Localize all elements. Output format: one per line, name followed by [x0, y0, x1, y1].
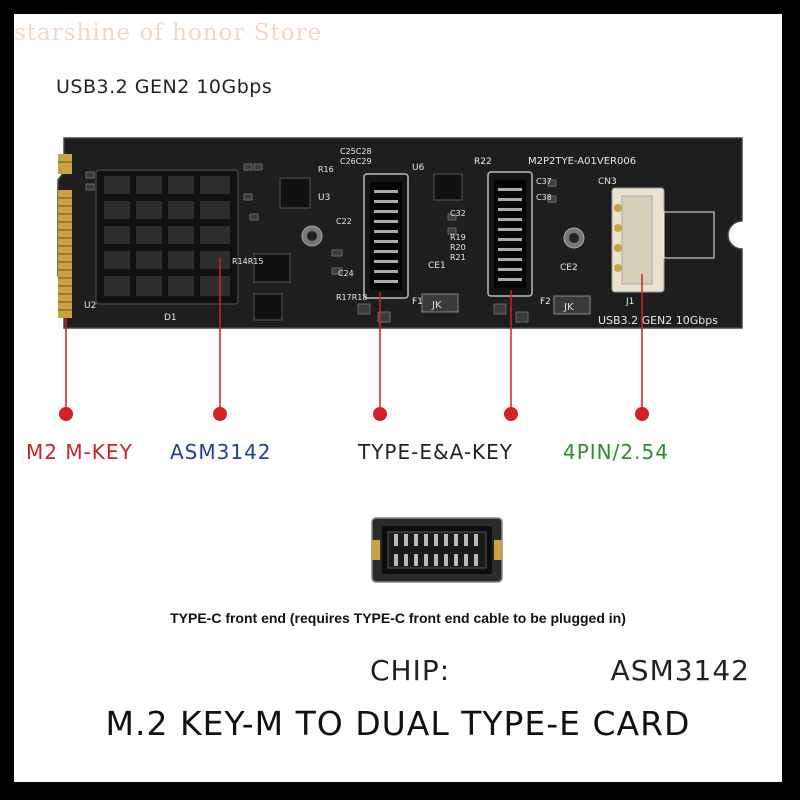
- silk-r14r15: R14R15: [232, 257, 263, 266]
- mount-hole-right-core: [569, 233, 579, 243]
- store-watermark: starshine of honor Store: [14, 20, 323, 46]
- inductor-l1: [253, 253, 291, 283]
- silk-c25c28: C25C28: [340, 147, 372, 156]
- silk-f2: F2: [540, 297, 551, 307]
- silk-r16: R16: [318, 165, 334, 174]
- silk-c26c29: C26C29: [340, 157, 372, 166]
- silk-r19: R19: [450, 233, 466, 242]
- silk-speed: USB3.2 GEN2 10Gbps: [598, 314, 718, 327]
- type-e-connector-2: [487, 171, 533, 297]
- silk-r21: R21: [450, 253, 466, 262]
- silk-j1: J1: [625, 297, 634, 307]
- silk-model: M2P2TYE-A01VER006: [528, 156, 636, 167]
- silk-c32: C32: [450, 209, 466, 218]
- type-c-front-end-connector: [371, 517, 503, 583]
- silk-d1: D1: [164, 313, 177, 323]
- silk-r17r18: R17R18: [336, 293, 367, 302]
- m2-gold-contacts: [58, 154, 72, 318]
- type-e-connector-1: [363, 173, 409, 299]
- passive-components: [85, 163, 557, 323]
- svg-text:JK: JK: [431, 300, 442, 311]
- four-pin-header: [611, 187, 715, 293]
- silk-c22: C22: [336, 217, 352, 226]
- dot-type-e: [373, 407, 387, 421]
- silk-ce2: CE2: [560, 263, 578, 273]
- silk-u2: U2: [84, 301, 96, 311]
- dot-type-e-2: [504, 407, 518, 421]
- silk-r20: R20: [450, 243, 466, 252]
- chip-label: CHIP:: [370, 654, 451, 687]
- fuse-f1: JK: [421, 293, 459, 313]
- label-m2-m-key: M2 M-KEY: [26, 440, 133, 464]
- silk-r22: R22: [474, 157, 492, 167]
- product-image-frame: starshine of honor Store USB3.2 GEN2 10G…: [14, 14, 782, 782]
- chip-value: ASM3142: [610, 654, 750, 687]
- front-end-caption: TYPE-C front end (requires TYPE-C front …: [170, 610, 626, 626]
- callout-lines: [65, 258, 643, 412]
- silk-c24: C24: [338, 269, 354, 278]
- silk-u6: U6: [412, 163, 425, 173]
- label-4pin: 4PIN/2.54: [563, 440, 669, 464]
- silkscreen-text: M2P2TYE-A01VER006 USB3.2 GEN2 10Gbps CN3…: [84, 147, 718, 327]
- board-illustration: JK JK: [57, 137, 743, 583]
- heatsink: [95, 169, 239, 305]
- label-asm3142: ASM3142: [170, 440, 272, 464]
- fuse-f2: JK: [553, 295, 591, 315]
- silk-c37: C37: [536, 177, 552, 186]
- dot-m2-key: [59, 407, 73, 421]
- product-title: M.2 KEY-M TO DUAL TYPE-E CARD: [105, 704, 691, 743]
- dot-4pin: [635, 407, 649, 421]
- inductor-l2: [253, 293, 283, 321]
- silk-u3: U3: [318, 193, 330, 203]
- silk-c38: C38: [536, 193, 552, 202]
- label-type-e-a-key: TYPE-E&A-KEY: [358, 440, 514, 464]
- chip-u3: [279, 177, 311, 209]
- speed-header: USB3.2 GEN2 10Gbps: [56, 76, 273, 98]
- mount-hole-left-core: [307, 231, 317, 241]
- silk-f1: F1: [412, 297, 423, 307]
- silk-ce1: CE1: [428, 261, 446, 271]
- svg-text:JK: JK: [563, 302, 574, 313]
- chip-u6: [433, 173, 463, 201]
- callout-dots: [59, 407, 649, 421]
- dot-asm: [213, 407, 227, 421]
- silk-cn3: CN3: [598, 177, 617, 187]
